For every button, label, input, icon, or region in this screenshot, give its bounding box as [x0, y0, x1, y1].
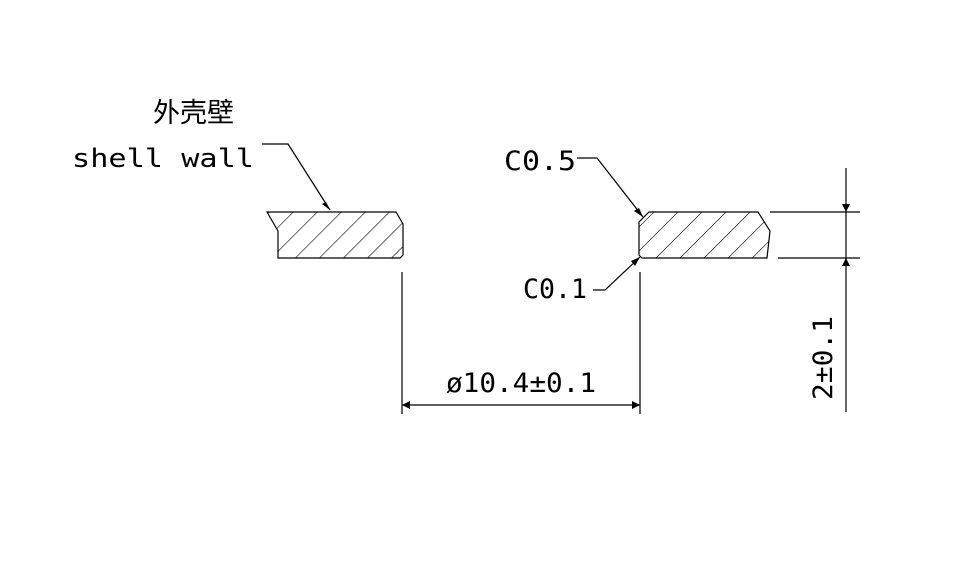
- shell-wall-leader-arrow: [322, 202, 330, 210]
- chamfer-top-leader-arrow: [634, 208, 643, 217]
- right-wall-section: [638, 211, 771, 259]
- chamfer-bottom-label: C0.1: [523, 274, 587, 305]
- chamfer-bottom-leader-line: [593, 256, 641, 291]
- diameter-label: ø10.4±0.1: [446, 368, 596, 399]
- right-wall-hatch: [638, 211, 771, 259]
- thickness-dimension: [770, 168, 860, 412]
- left-wall-section: [265, 211, 404, 259]
- diameter-dimension: [401, 272, 641, 414]
- chamfer-top-leader: [577, 157, 644, 218]
- chamfer-bottom-leader-arrow: [631, 257, 640, 266]
- thickness-label: 2±0.1: [808, 316, 839, 400]
- shell-wall-label-cn: 外壳壁: [153, 98, 234, 129]
- left-wall-hatch: [265, 211, 404, 259]
- chamfer-bottom-leader: [593, 256, 641, 291]
- chamfer-top-leader-line: [577, 157, 644, 218]
- shell-wall-label-en: shell wall: [72, 144, 254, 174]
- shell-wall-leader: [262, 143, 331, 211]
- shell-wall-leader-line: [262, 143, 331, 211]
- chamfer-top-label: C0.5: [504, 146, 576, 177]
